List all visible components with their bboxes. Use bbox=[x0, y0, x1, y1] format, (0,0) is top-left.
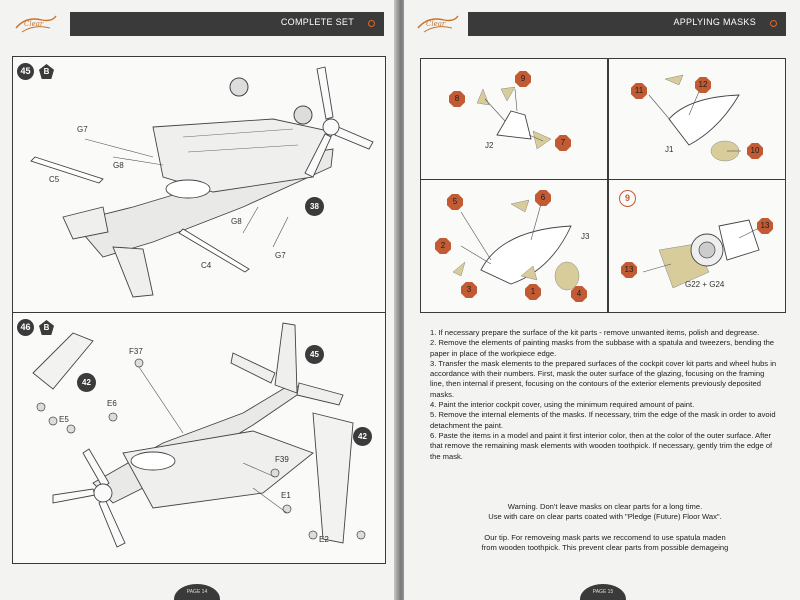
part-label: G7 bbox=[275, 251, 286, 260]
part-label: G8 bbox=[231, 217, 242, 226]
part-label: E1 bbox=[281, 491, 291, 500]
instruction-step: 1. If necessary prepare the surface of t… bbox=[430, 328, 760, 337]
brand-logo: Clear bbox=[417, 15, 459, 33]
part-label: E6 bbox=[107, 399, 117, 408]
part-label: J2 bbox=[485, 141, 494, 150]
part-label: G7 bbox=[77, 125, 88, 134]
assembly-drawing-46 bbox=[32, 322, 366, 548]
mask-number: 4 bbox=[571, 286, 587, 302]
page-label: PAGE 14 bbox=[186, 589, 208, 595]
part-label: G22 + G24 bbox=[685, 280, 725, 289]
step-badge: 9 bbox=[619, 190, 636, 207]
part-label: C4 bbox=[201, 261, 212, 270]
part-label: F37 bbox=[129, 347, 143, 356]
part-label: J1 bbox=[665, 145, 674, 154]
part-label: F39 bbox=[275, 455, 289, 464]
page-header: APPLYING MASKS bbox=[468, 12, 786, 36]
step-45-panel: 45 B 38 G7 G8 C5 G8 C4 G7 bbox=[12, 56, 386, 314]
svg-text:Clear: Clear bbox=[426, 20, 446, 28]
mask-number: 11 bbox=[631, 83, 647, 99]
tip-line: from wooden toothpick. This prevent clea… bbox=[481, 543, 729, 553]
mask-number: 13 bbox=[621, 262, 637, 278]
mask-drawing-j2 bbox=[476, 86, 552, 150]
left-page: Clear COMPLETE SET bbox=[0, 0, 396, 600]
step-number: 45 bbox=[17, 63, 34, 80]
page-label: PAGE 15 bbox=[592, 589, 614, 595]
step-variant-badge: B bbox=[39, 64, 54, 79]
header-title: COMPLETE SET bbox=[280, 17, 354, 27]
step-number: 46 bbox=[17, 319, 34, 336]
instruction-step: 2. Remove the elements of painting masks… bbox=[430, 338, 775, 358]
mask-number: 10 bbox=[747, 143, 763, 159]
mask-number: 1 bbox=[525, 284, 541, 300]
header-dot-icon bbox=[368, 20, 375, 27]
right-page: Clear APPLYING MASKS 9 8 7 J2 11 12 10 J… bbox=[404, 0, 800, 600]
mask-number: 5 bbox=[447, 194, 463, 210]
warning-line: Warning. Don't leave masks on clear part… bbox=[507, 502, 703, 511]
step-ref-badge: 42 bbox=[353, 427, 372, 446]
warning-line: Use with care on clear parts coated with… bbox=[488, 512, 722, 522]
brand-logo: Clear bbox=[15, 15, 57, 33]
mask-panel-j1: 11 12 10 J1 bbox=[608, 58, 786, 180]
part-label: J3 bbox=[581, 232, 590, 241]
mask-drawing-j3 bbox=[452, 199, 580, 291]
step-ref-badge: 45 bbox=[305, 345, 324, 364]
part-label: E5 bbox=[59, 415, 69, 424]
step-46-panel: 46 B 45 42 42 F37 E6 E5 F39 E1 E2 bbox=[12, 312, 386, 564]
mask-number: 8 bbox=[449, 91, 465, 107]
mask-panel-wheel: 9 13 13 G22 + G24 bbox=[608, 179, 786, 313]
header-title: APPLYING MASKS bbox=[673, 17, 756, 27]
mask-number: 7 bbox=[555, 135, 571, 151]
mask-drawing-wheel bbox=[642, 219, 760, 289]
step-ref-badge: 38 bbox=[305, 197, 324, 216]
mask-number: 9 bbox=[515, 71, 531, 87]
step-variant-badge: B bbox=[39, 320, 54, 335]
svg-text:Clear: Clear bbox=[24, 20, 44, 28]
header-dot-icon bbox=[770, 20, 777, 27]
mask-number: 6 bbox=[535, 190, 551, 206]
instruction-step: 5. Remove the internal elements of the m… bbox=[430, 410, 776, 430]
instruction-step: 3. Transfer the mask elements to the pre… bbox=[430, 358, 777, 399]
step-ref-badge: 42 bbox=[77, 373, 96, 392]
instructions: 1. If necessary prepare the surface of t… bbox=[430, 328, 780, 462]
mask-number: 12 bbox=[695, 77, 711, 93]
mask-number: 2 bbox=[435, 238, 451, 254]
mask-number: 3 bbox=[461, 282, 477, 298]
page-header: COMPLETE SET bbox=[70, 12, 384, 36]
instruction-step: 4. Paint the interior cockpit cover, usi… bbox=[430, 400, 695, 410]
assembly-drawing-45 bbox=[30, 66, 374, 298]
page-number-tab: PAGE 15 bbox=[580, 584, 626, 600]
part-label: C5 bbox=[49, 175, 60, 184]
mask-panel-j3: 5 6 2 3 1 4 J3 bbox=[420, 179, 608, 313]
page-number-tab: PAGE 14 bbox=[174, 584, 220, 600]
tip-note: Our tip. For removeing mask parts we rec… bbox=[430, 533, 780, 554]
part-label: E2 bbox=[319, 535, 329, 544]
part-label: G8 bbox=[113, 161, 124, 170]
mask-number: 13 bbox=[757, 218, 773, 234]
mask-drawing-j1 bbox=[648, 74, 741, 162]
instruction-step: 6. Paste the items in a model and paint … bbox=[430, 430, 773, 461]
warning-note: Warning. Don't leave masks on clear part… bbox=[430, 502, 780, 523]
tip-line: Our tip. For removeing mask parts we rec… bbox=[484, 533, 726, 542]
mask-panel-j2: 9 8 7 J2 bbox=[420, 58, 608, 180]
